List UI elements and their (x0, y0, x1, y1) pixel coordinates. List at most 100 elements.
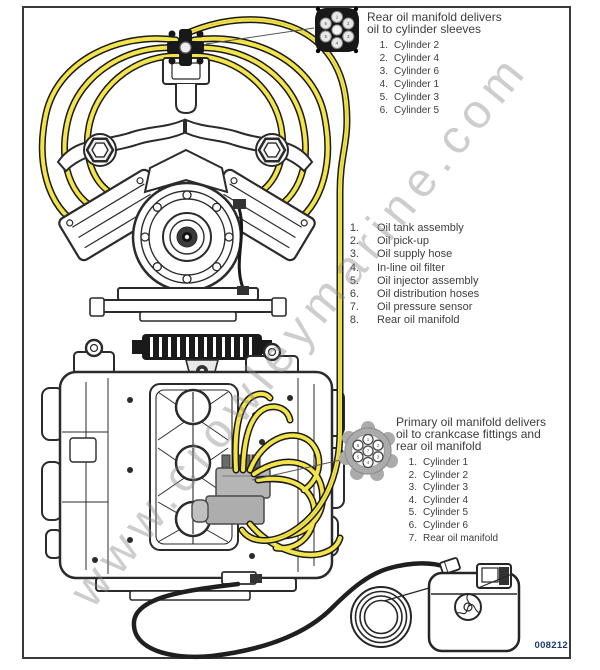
list-item-number: 6. (379, 105, 388, 116)
lower-distribution-hoses (232, 390, 344, 559)
list-item: 2. Oil pick-up (349, 235, 539, 248)
list-item: 5. Cylinder 3 (377, 91, 567, 104)
list-item: 1. Oil tank assembly (349, 222, 539, 235)
list-item-number: 1. (379, 40, 388, 51)
list-item-label: Cylinder 6 (394, 66, 440, 77)
list-item-number: 2. (408, 469, 417, 481)
list-item: 5. Oil injector assembly (349, 275, 539, 288)
svg-text:6: 6 (357, 443, 360, 448)
list-item: 4. Cylinder 1 (377, 78, 567, 91)
list-item: 7. Rear oil manifold (406, 533, 576, 546)
svg-text:3: 3 (347, 34, 350, 39)
list-item-number: 5. (379, 92, 388, 103)
title-line: oil to cylinder sleeves (367, 22, 482, 36)
svg-text:1: 1 (367, 437, 370, 442)
list-item: 3. Cylinder 3 (406, 482, 576, 495)
list-item: 5. Cylinder 5 (406, 507, 576, 520)
list-item-label: Rear oil manifold (423, 532, 499, 544)
svg-text:5: 5 (357, 455, 360, 460)
list-item-label: Cylinder 1 (394, 79, 440, 90)
list-item-label: Cylinder 5 (423, 507, 469, 519)
list-item-number: 1. (408, 457, 417, 468)
list-item: 6. Cylinder 5 (377, 104, 567, 117)
list-item-label: Oil pressure sensor (377, 301, 473, 314)
list-item: 4. In-line oil filter (349, 262, 539, 275)
title-line: Rear oil manifold delivers (367, 10, 502, 24)
oil-system-parts-list: 1. Oil tank assembly 2. Oil pick-up 3. Oil … (349, 222, 539, 328)
title-line: rear oil manifold (396, 439, 482, 453)
list-item-number: 3. (408, 482, 417, 494)
svg-text:7: 7 (367, 449, 370, 454)
svg-text:4: 4 (336, 41, 339, 46)
manifold-connecting-hose (186, 16, 351, 544)
list-item: 8. Rear oil manifold (349, 314, 539, 327)
svg-text:6: 6 (324, 21, 327, 26)
oil-tank (427, 557, 521, 653)
rear-manifold-callout: Rear oil manifold delivers oil to cylind… (367, 11, 567, 117)
title-line: Primary oil manifold delivers (396, 415, 547, 429)
list-item-label: In-line oil filter (377, 261, 445, 274)
list-item-label: Oil supply hose (377, 248, 453, 261)
svg-text:4: 4 (367, 460, 370, 465)
list-item-number: 1. (349, 222, 359, 234)
list-item: 3. Cylinder 6 (377, 65, 567, 78)
list-item: 2. Cylinder 4 (377, 52, 567, 65)
parts-list-items: 1. Oil tank assembly 2. Oil pick-up 3. Oil … (349, 222, 539, 328)
rear-oil-manifold-icon: 1 2 3 4 5 6 (315, 6, 359, 54)
svg-text:2: 2 (347, 21, 350, 26)
list-item-label: Cylinder 3 (394, 92, 440, 103)
list-item-number: 5. (408, 507, 417, 519)
list-item-number: 4. (379, 79, 388, 90)
list-item: 6. Cylinder 6 (406, 520, 576, 533)
list-item-number: 5. (349, 274, 359, 287)
primary-manifold-cylinder-list: 1. Cylinder 1 2. Cylinder 2 3. Cylinder 3 4… (396, 457, 576, 545)
rear-manifold-cylinder-list: 1. Cylinder 2 2. Cylinder 4 3. Cylinder 6 4… (367, 39, 567, 117)
list-item-number: 4. (408, 494, 417, 506)
list-item: 1. Cylinder 1 (406, 457, 576, 470)
list-item-label: Cylinder 2 (394, 40, 440, 51)
engine-rear-manifold-part (167, 29, 204, 66)
list-item-label: Oil pick-up (377, 235, 429, 248)
primary-oil-manifold-icon: 1 2 3 4 5 6 7 (339, 421, 398, 481)
list-item-number: 2. (379, 53, 388, 64)
list-item: 1. Cylinder 2 (377, 39, 567, 52)
list-item-label: Cylinder 1 (423, 457, 469, 468)
list-item-number: 2. (349, 235, 359, 248)
list-item-number: 6. (408, 519, 417, 531)
primary-manifold-callout: Primary oil manifold delivers oil to cra… (396, 416, 576, 545)
list-item: 2. Cylinder 2 (406, 470, 576, 483)
list-item-label: Cylinder 3 (423, 482, 469, 494)
oil-supply-hose (131, 561, 449, 660)
list-item-label: Cylinder 5 (394, 105, 440, 116)
list-item: 3. Oil supply hose (349, 248, 539, 261)
primary-manifold-callout-title: Primary oil manifold delivers oil to cra… (396, 416, 576, 452)
list-item-label: Oil distribution hoses (377, 288, 480, 301)
list-item-number: 7. (349, 301, 359, 314)
list-item-label: Oil injector assembly (377, 274, 479, 287)
svg-text:1: 1 (336, 15, 339, 20)
list-item: 4. Cylinder 4 (406, 495, 576, 508)
svg-text:2: 2 (377, 443, 380, 448)
list-item: 7. Oil pressure sensor (349, 301, 539, 314)
figure-number: 008212 (534, 640, 568, 651)
list-item-number: 4. (349, 261, 359, 274)
list-item-number: 3. (379, 66, 388, 77)
list-item-number: 7. (408, 532, 417, 544)
svg-text:3: 3 (377, 455, 380, 460)
lower-engine-illustration (41, 334, 345, 601)
svg-text:5: 5 (324, 34, 327, 39)
list-item-label: Oil tank assembly (377, 222, 464, 234)
upper-engine-illustration (56, 57, 316, 322)
list-item-label: Cylinder 4 (394, 53, 440, 64)
list-item-number: 8. (349, 314, 359, 327)
list-item-number: 3. (349, 248, 359, 261)
title-line: oil to crankcase fittings and (396, 427, 541, 441)
list-item-label: Cylinder 2 (423, 469, 469, 481)
rear-manifold-callout-title: Rear oil manifold delivers oil to cylind… (367, 11, 567, 35)
callout-leader-lines (205, 27, 346, 481)
list-item-label: Cylinder 6 (423, 519, 469, 531)
list-item-label: Rear oil manifold (377, 314, 460, 327)
list-item-label: Cylinder 4 (423, 494, 469, 506)
